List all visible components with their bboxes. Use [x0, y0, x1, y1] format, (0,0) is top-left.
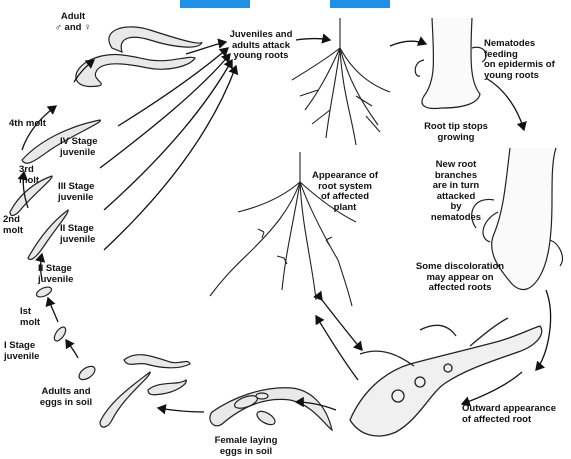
bidirectional-arrow	[322, 300, 362, 350]
label-first-molt: Ist molt	[20, 307, 48, 328]
label-ii-stage-upper: II Stage juvenile	[60, 224, 120, 245]
label-second-molt: 2nd molt	[3, 215, 35, 236]
label-new-root-branches: New root branches are in turn attacked b…	[424, 160, 488, 223]
label-juveniles-attack: Juveniles and adults attack young roots	[224, 30, 298, 62]
label-i-stage: I Stage juvenile	[4, 341, 64, 362]
label-adults-eggs-soil: Adults and eggs in soil	[30, 387, 102, 408]
young-roots-illustration	[292, 18, 390, 145]
label-discoloration: Some discoloration may appear on affecte…	[412, 262, 508, 294]
root-tip-closeup-illustration	[415, 18, 486, 109]
label-outward-appearance: Outward appearance of affected root	[462, 404, 570, 425]
label-root-tip: Root tip stops growing	[420, 122, 492, 143]
label-ii-stage-lower: II Stage juvenile	[38, 264, 102, 285]
label-female-laying: Female laying eggs in soil	[206, 436, 286, 457]
adult-nematodes-illustration	[76, 27, 202, 87]
label-third-molt: 3rd molt	[19, 165, 49, 186]
label-nematodes-feeding: Nematodes feeding on epidermis of young …	[484, 39, 570, 81]
egg-ii-stage	[35, 285, 53, 299]
label-appearance-root-system: Appearance of root system of affected pl…	[308, 171, 382, 213]
label-iii-stage: III Stage juvenile	[58, 182, 118, 203]
female-laying-eggs-illustration	[210, 388, 332, 430]
label-adult: Adult ♂ and ♀	[48, 12, 98, 33]
label-iv-stage: IV Stage juvenile	[60, 137, 120, 158]
label-fourth-molt: 4th molt	[9, 119, 55, 130]
